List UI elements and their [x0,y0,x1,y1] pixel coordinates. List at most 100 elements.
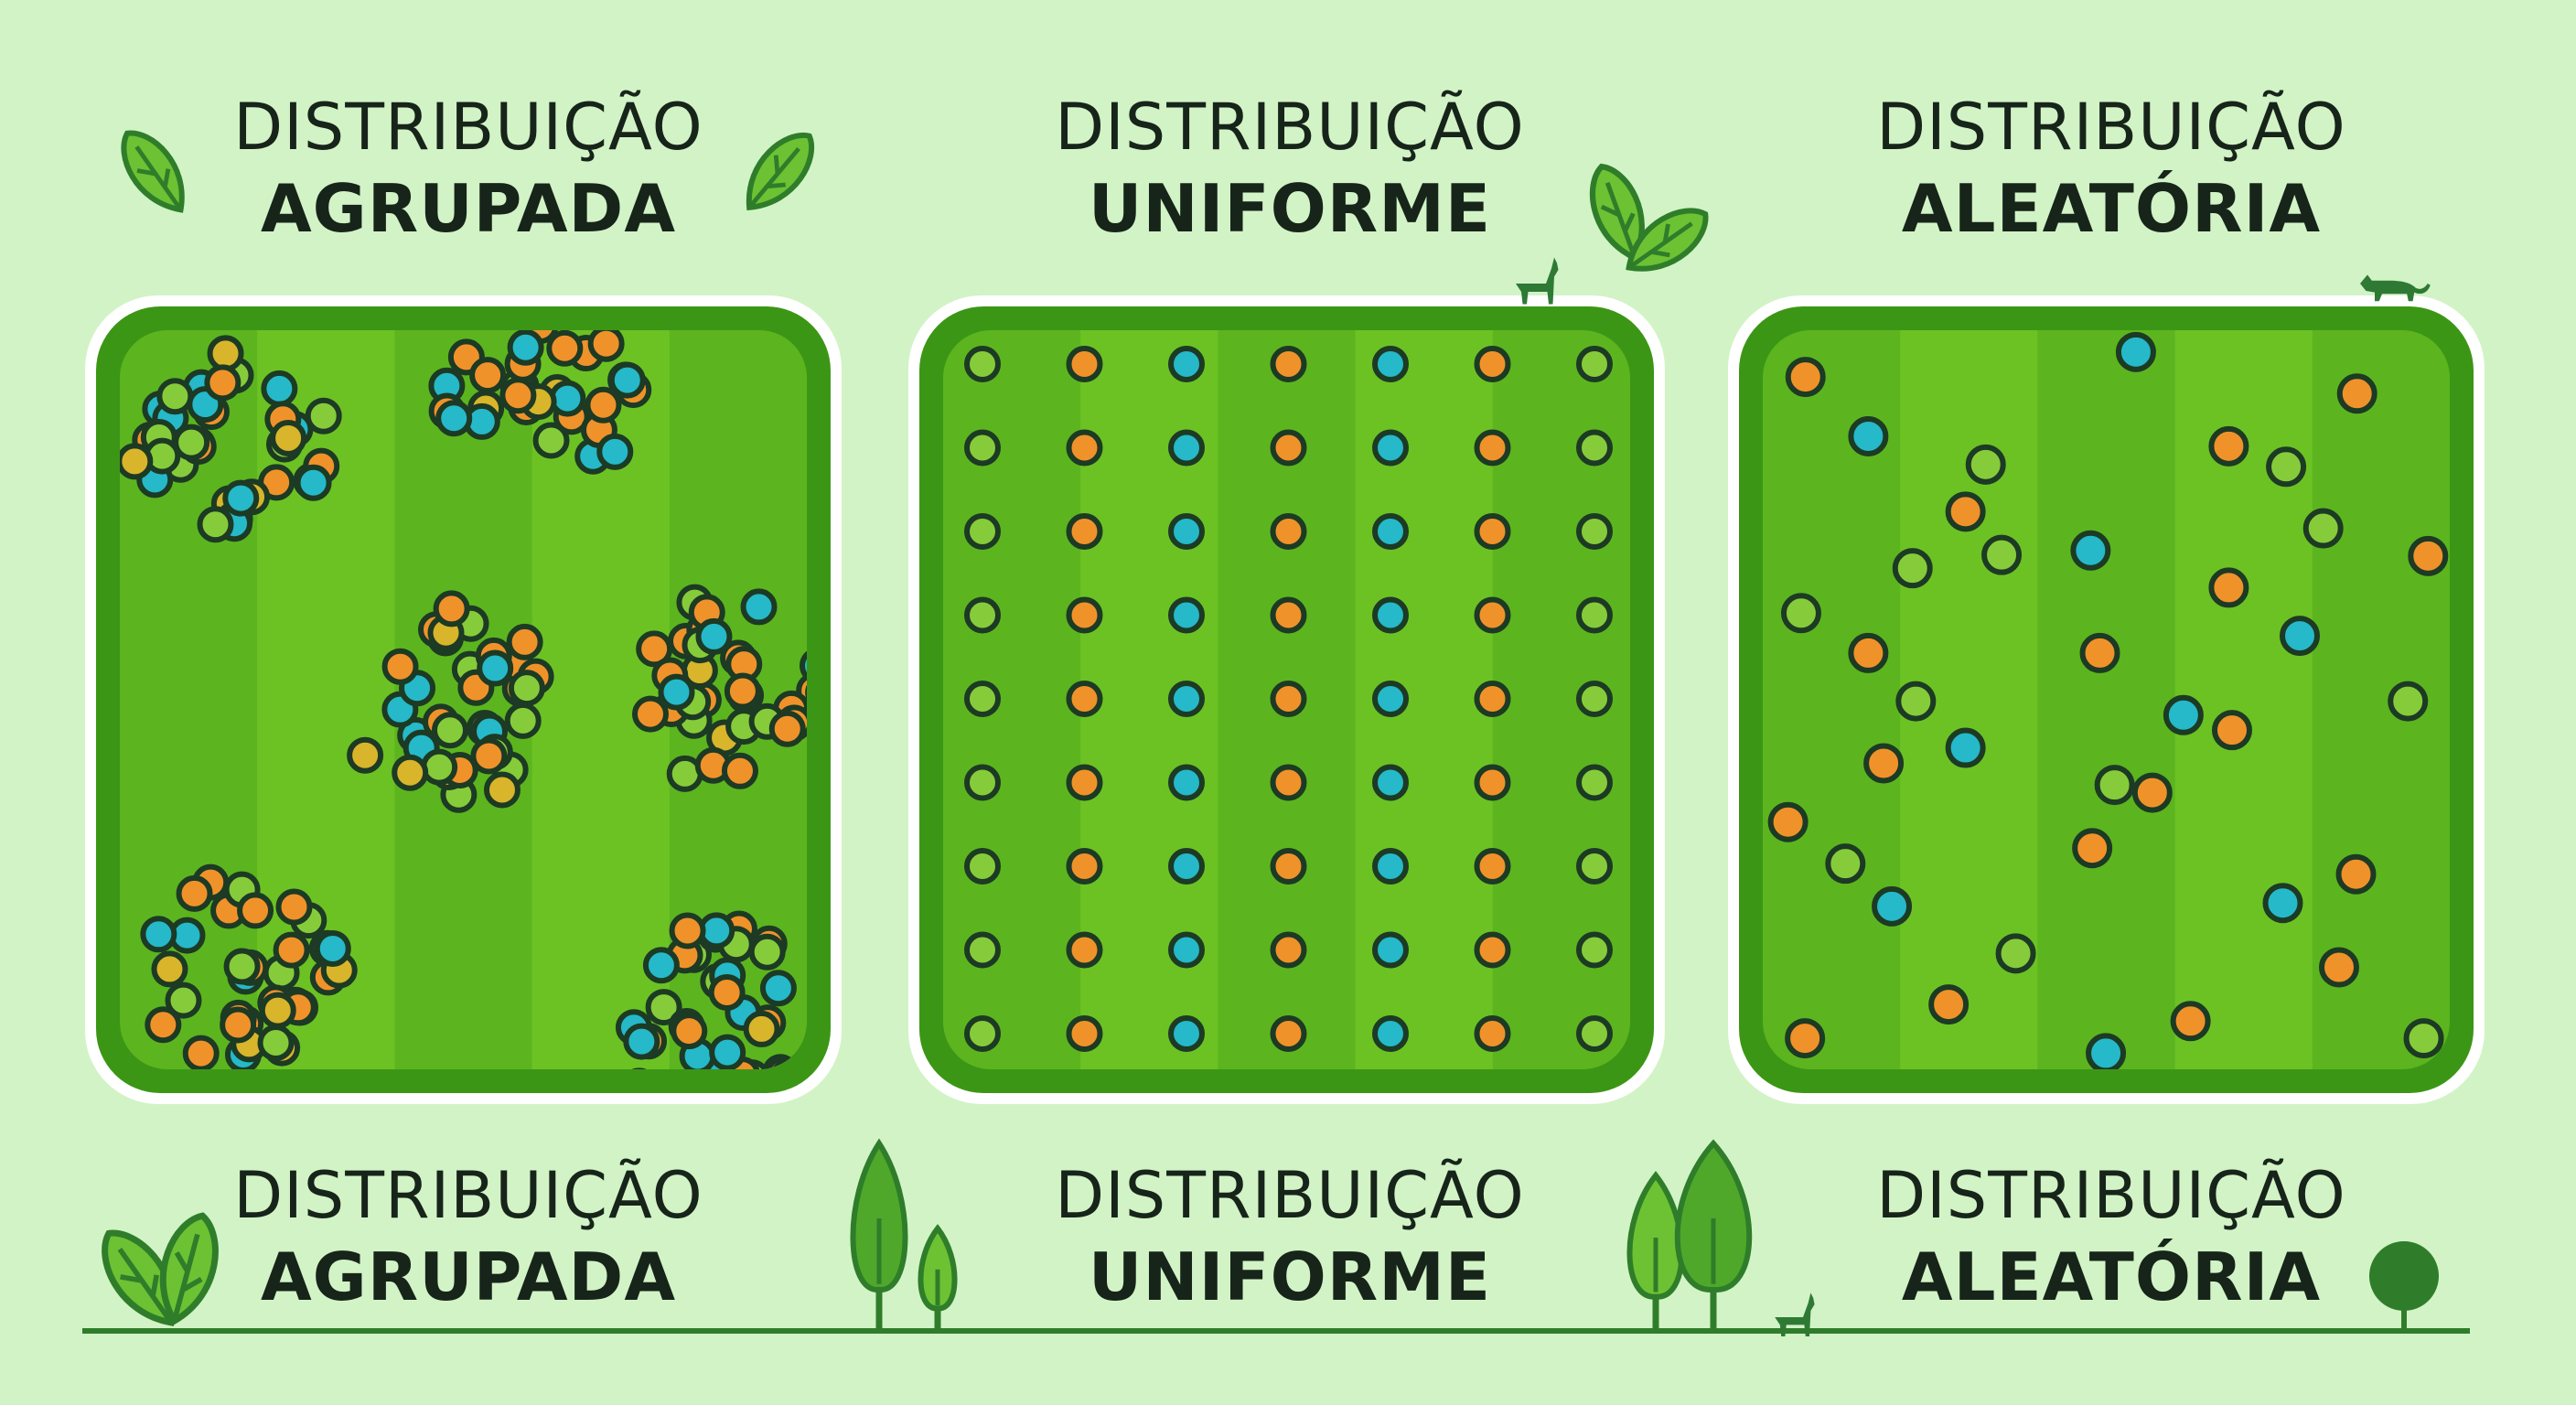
individual-dot-green [964,1015,1001,1052]
panel-field [120,330,807,1069]
individual-dot-green [1576,346,1613,382]
individual-dot-orange [204,364,242,402]
individual-dot-teal [1872,885,1913,927]
title-line1: DISTRIBUIÇÃO [1876,1158,2346,1233]
title-random-bottom: DISTRIBUIÇÃO ALEATÓRIA [1791,1164,2431,1310]
individual-dot-green [1576,764,1613,801]
leaf-vein [1629,221,1693,269]
individual-dot-orange [2208,425,2249,467]
individual-dot-orange [1066,429,1103,467]
individual-dot-teal [658,673,695,711]
individual-dot-teal [295,464,332,501]
individual-dot-orange [433,590,470,627]
individual-dot-green [964,681,1001,717]
individual-dot-orange [1066,931,1103,969]
individual-dot-teal [314,929,351,967]
individual-dot-orange [1270,931,1307,969]
leaf-vein [172,1233,203,1320]
individual-dot-teal [1945,727,1986,768]
individual-dot-teal [435,400,473,437]
leaf-vein [117,1247,172,1323]
leaf-icon [1626,208,1709,272]
individual-dot-orange [1474,346,1511,382]
individual-dot-orange [2335,853,2377,895]
leaf-icon [121,130,185,213]
individual-dot-teal [2163,694,2204,735]
individual-dot-orange [2170,1001,2211,1042]
individual-dot-green [1981,534,2023,575]
individual-dot-green [2388,681,2429,722]
individual-dot-orange [721,752,758,789]
individual-dot-green [305,397,342,434]
individual-dot-orange [1945,491,1986,532]
individual-dot-orange [275,888,313,926]
individual-dot-green [223,948,261,985]
individual-dot-green [964,596,1001,634]
individual-dot-green [2266,446,2307,488]
individual-dot-orange [585,386,622,424]
individual-dot-orange [1066,596,1103,634]
cluster [615,910,807,1069]
individual-dot-teal [1848,415,1889,456]
individual-dot-yellow [743,1010,780,1047]
individual-dot-orange [506,623,543,660]
individual-dot-green [748,933,786,971]
individual-dot-orange [381,648,419,685]
individual-dot-teal [1372,764,1409,801]
cluster [120,335,342,543]
individual-dot-teal [1168,1015,1205,1052]
individual-dot-orange [1474,681,1511,717]
title-line2: ALEATÓRIA [1901,170,2322,247]
individual-dot-green [1576,429,1613,467]
individual-dot-green [257,1024,295,1062]
individual-dot-green [1576,931,1613,969]
title-line1: DISTRIBUIÇÃO [1876,90,2346,165]
individual-dot-green [156,378,194,415]
individual-dot-green [173,424,210,461]
title-clumped-top: DISTRIBUIÇÃO AGRUPADA [148,95,789,241]
individual-dot-green [1576,596,1613,634]
title-line2: AGRUPADA [260,170,677,247]
individual-dot-yellow [392,754,429,791]
individual-dot-orange [708,973,746,1011]
individual-dot-teal [222,479,260,517]
individual-dot-orange [1474,931,1511,969]
individual-dot-teal [608,361,646,399]
individual-dot-teal [1372,346,1409,382]
individual-dot-orange [1474,848,1511,885]
individual-dot-yellow [347,736,384,774]
individual-dot-green [1576,1015,1613,1052]
title-uniform-top: DISTRIBUIÇÃO UNIFORME [970,95,1610,241]
individual-dot-green [645,989,682,1026]
individual-dot-orange [1767,801,1809,842]
cluster [428,330,652,475]
individual-dot-teal [1168,931,1205,969]
individual-dot-teal [642,947,680,984]
individual-dot-teal [1168,513,1205,550]
individual-dot-yellow [207,335,244,372]
individual-dot-teal [1372,1015,1409,1052]
individual-dot-teal [2262,883,2303,924]
panel-random [1728,295,2485,1104]
individual-dot-orange [1270,1015,1307,1052]
title-line1: DISTRIBUIÇÃO [233,90,703,165]
individual-dot-orange [1270,681,1307,717]
individual-dot-green [165,981,202,1019]
cluster [347,590,554,813]
panel-clumped [85,295,842,1104]
individual-dot-green [431,712,468,749]
individual-dot-teal [695,617,733,655]
individual-dot-yellow [259,992,296,1029]
individual-dot-green [964,931,1001,969]
individual-dot-orange [2211,710,2252,751]
individual-dot-green [508,670,545,707]
title-line2: UNIFORME [1088,170,1492,247]
title-uniform-bottom: DISTRIBUIÇÃO UNIFORME [970,1164,1610,1310]
individual-dot-teal [1372,596,1409,634]
individual-dot-teal [1372,681,1409,717]
individual-dot-green [197,506,234,543]
individual-dot-orange [220,1006,257,1044]
panel-field [943,330,1630,1069]
individual-dot-green [1825,843,1866,885]
individual-dot-teal [759,970,797,1007]
